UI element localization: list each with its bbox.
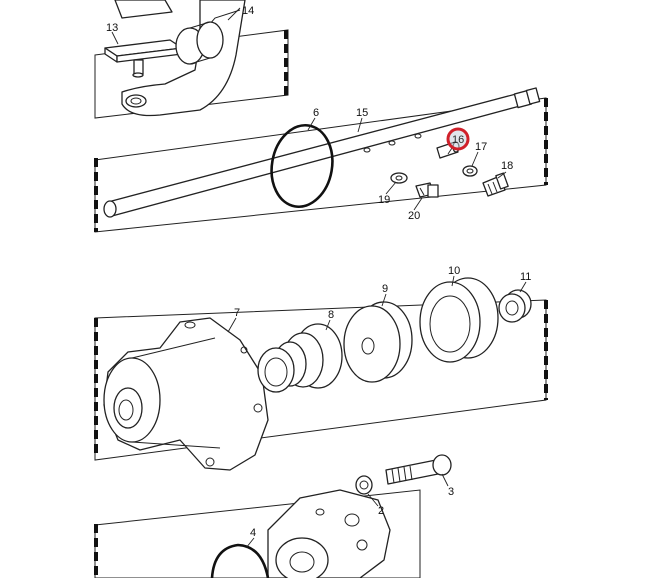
leader-4	[245, 537, 255, 549]
callout-9: 9	[382, 283, 388, 295]
leader-9	[381, 293, 387, 307]
group-bracket: 14 13	[94, 0, 289, 119]
leader-20	[413, 197, 423, 211]
callout-11: 11	[520, 271, 531, 283]
leader-18	[497, 171, 507, 179]
callout-7: 7	[234, 307, 240, 319]
part-14-bracket	[121, 0, 246, 117]
leader-16	[447, 147, 453, 155]
callout-18: 18	[501, 160, 513, 172]
part-20-bolt	[415, 182, 439, 198]
callout-16: 16	[452, 134, 464, 146]
group-lower-housing: 3 2 4	[94, 454, 454, 578]
callout-4: 4	[250, 527, 256, 539]
callout-20: 20	[408, 210, 420, 222]
leader-3	[441, 473, 449, 487]
part-6-oring	[270, 123, 334, 209]
leader-19	[385, 181, 397, 195]
leader-11	[519, 281, 527, 293]
part-11-nut	[498, 289, 532, 323]
callout-2: 2	[378, 505, 384, 517]
leader-14	[227, 7, 241, 21]
leader-7	[227, 317, 237, 333]
leader-15	[357, 117, 363, 133]
part-17-washer	[462, 165, 478, 177]
frame-shaft	[94, 97, 547, 233]
group-hub: 7 8 9 10 11	[94, 265, 548, 471]
part-15-shaft	[103, 87, 541, 218]
callout-6: 6	[313, 107, 319, 119]
callout-13: 13	[106, 22, 118, 34]
callout-14: 14	[242, 5, 254, 17]
part-4-oring	[210, 543, 270, 578]
part-13-upper	[114, 0, 173, 19]
part-19-washer	[390, 172, 408, 184]
part-8-seal	[257, 323, 343, 393]
callout-8: 8	[328, 309, 334, 321]
part-7-housing	[103, 317, 269, 471]
lower-housing	[267, 489, 391, 578]
leader-10	[451, 275, 455, 287]
part-3-bolt	[385, 454, 452, 485]
leader-17	[471, 151, 479, 167]
callout-3: 3	[448, 486, 454, 498]
callout-19: 19	[378, 194, 390, 206]
part-2-washer	[355, 475, 373, 495]
part-10-ring	[419, 277, 499, 363]
callout-15: 15	[356, 107, 368, 119]
callout-17: 17	[475, 141, 487, 153]
part-13-plate	[104, 39, 183, 78]
part-18-nipple	[482, 172, 509, 197]
leader-2	[367, 493, 379, 507]
group-shaft: 6 15 16 17 18 19 20	[94, 87, 548, 233]
leader-13	[111, 31, 119, 45]
highlight-ring-16	[446, 127, 470, 151]
part-9-cap	[343, 301, 413, 383]
callout-10: 10	[448, 265, 460, 277]
leader-6	[307, 117, 316, 131]
leader-8	[325, 319, 331, 331]
